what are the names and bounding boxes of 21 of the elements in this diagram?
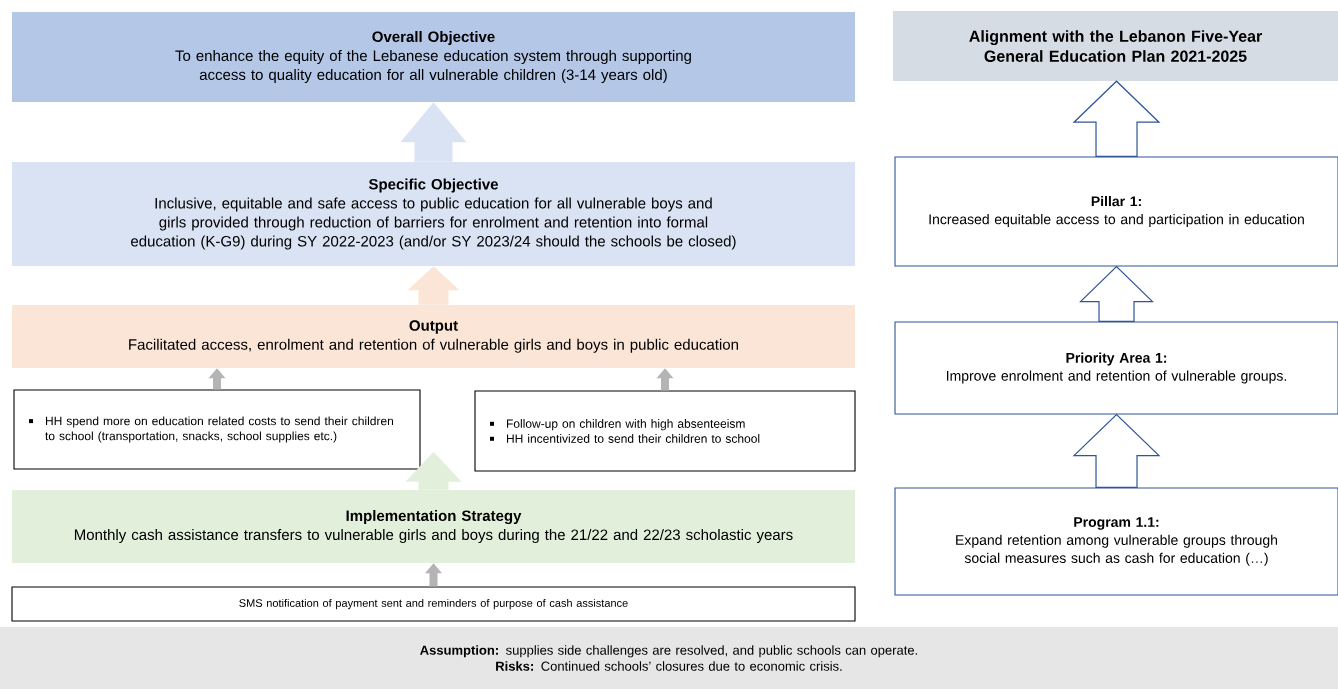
block-arrow <box>405 451 462 490</box>
activity-box: HH spend more on education related costs to send their children to school (transportation, snacks, school supplies etc.) <box>13 389 421 470</box>
objective-box: Overall Objective To enhance the equity of the Lebanese education system through supporting access to quality education for all vulnerable children (3-14 years old) <box>12 12 855 102</box>
pillar-box: Pillar 1: Increased equitable access to and participation in education <box>894 156 1338 267</box>
block-arrow <box>1072 413 1161 489</box>
block-arrow <box>656 368 674 391</box>
program-box: Program 1.1: Expand retention among vulnerable groups through social measures such as cash for education (…) <box>894 487 1338 596</box>
block-arrow <box>208 368 226 390</box>
strategy-box: Implementation Strategy Monthly cash assistance transfers to vulnerable girls and boys during the 21/22 and 22/23 scholastic years <box>12 490 855 563</box>
priority-box: Priority Area 1: Improve enrolment and retention of vulnerable groups. <box>894 321 1338 415</box>
objective-box: Specific Objective Inclusive, equitable and safe access to public education for all vulnerable boys and girls provided through reduction of barriers for enrolment and retention into formal education (K-G9) during SY 2022-2023 (and/or SY 2023/24 should the schools be closed) <box>12 162 855 266</box>
block-arrow <box>407 266 460 305</box>
block-arrow <box>1079 265 1154 323</box>
assumption-band: Assumption: supplies side challenges are resolved, and public schools can operate. Risks: Continued schools’ closures due to economic crisis. <box>0 627 1338 689</box>
activity-box: SMS notification of payment sent and reminders of purpose of cash assistance <box>11 586 856 622</box>
activity-box: Follow-up on children with high absenteeism HH incentivized to send their children to school <box>474 390 856 472</box>
title-band: Alignment with the Lebanon Five-Year General Education Plan 2021-2025 <box>893 11 1338 81</box>
block-arrow <box>425 563 442 587</box>
block-arrow <box>1072 80 1161 158</box>
output-box: Output Facilitated access, enrolment and retention of vulnerable girls and boys in public education <box>12 305 855 368</box>
block-arrow <box>400 102 467 162</box>
